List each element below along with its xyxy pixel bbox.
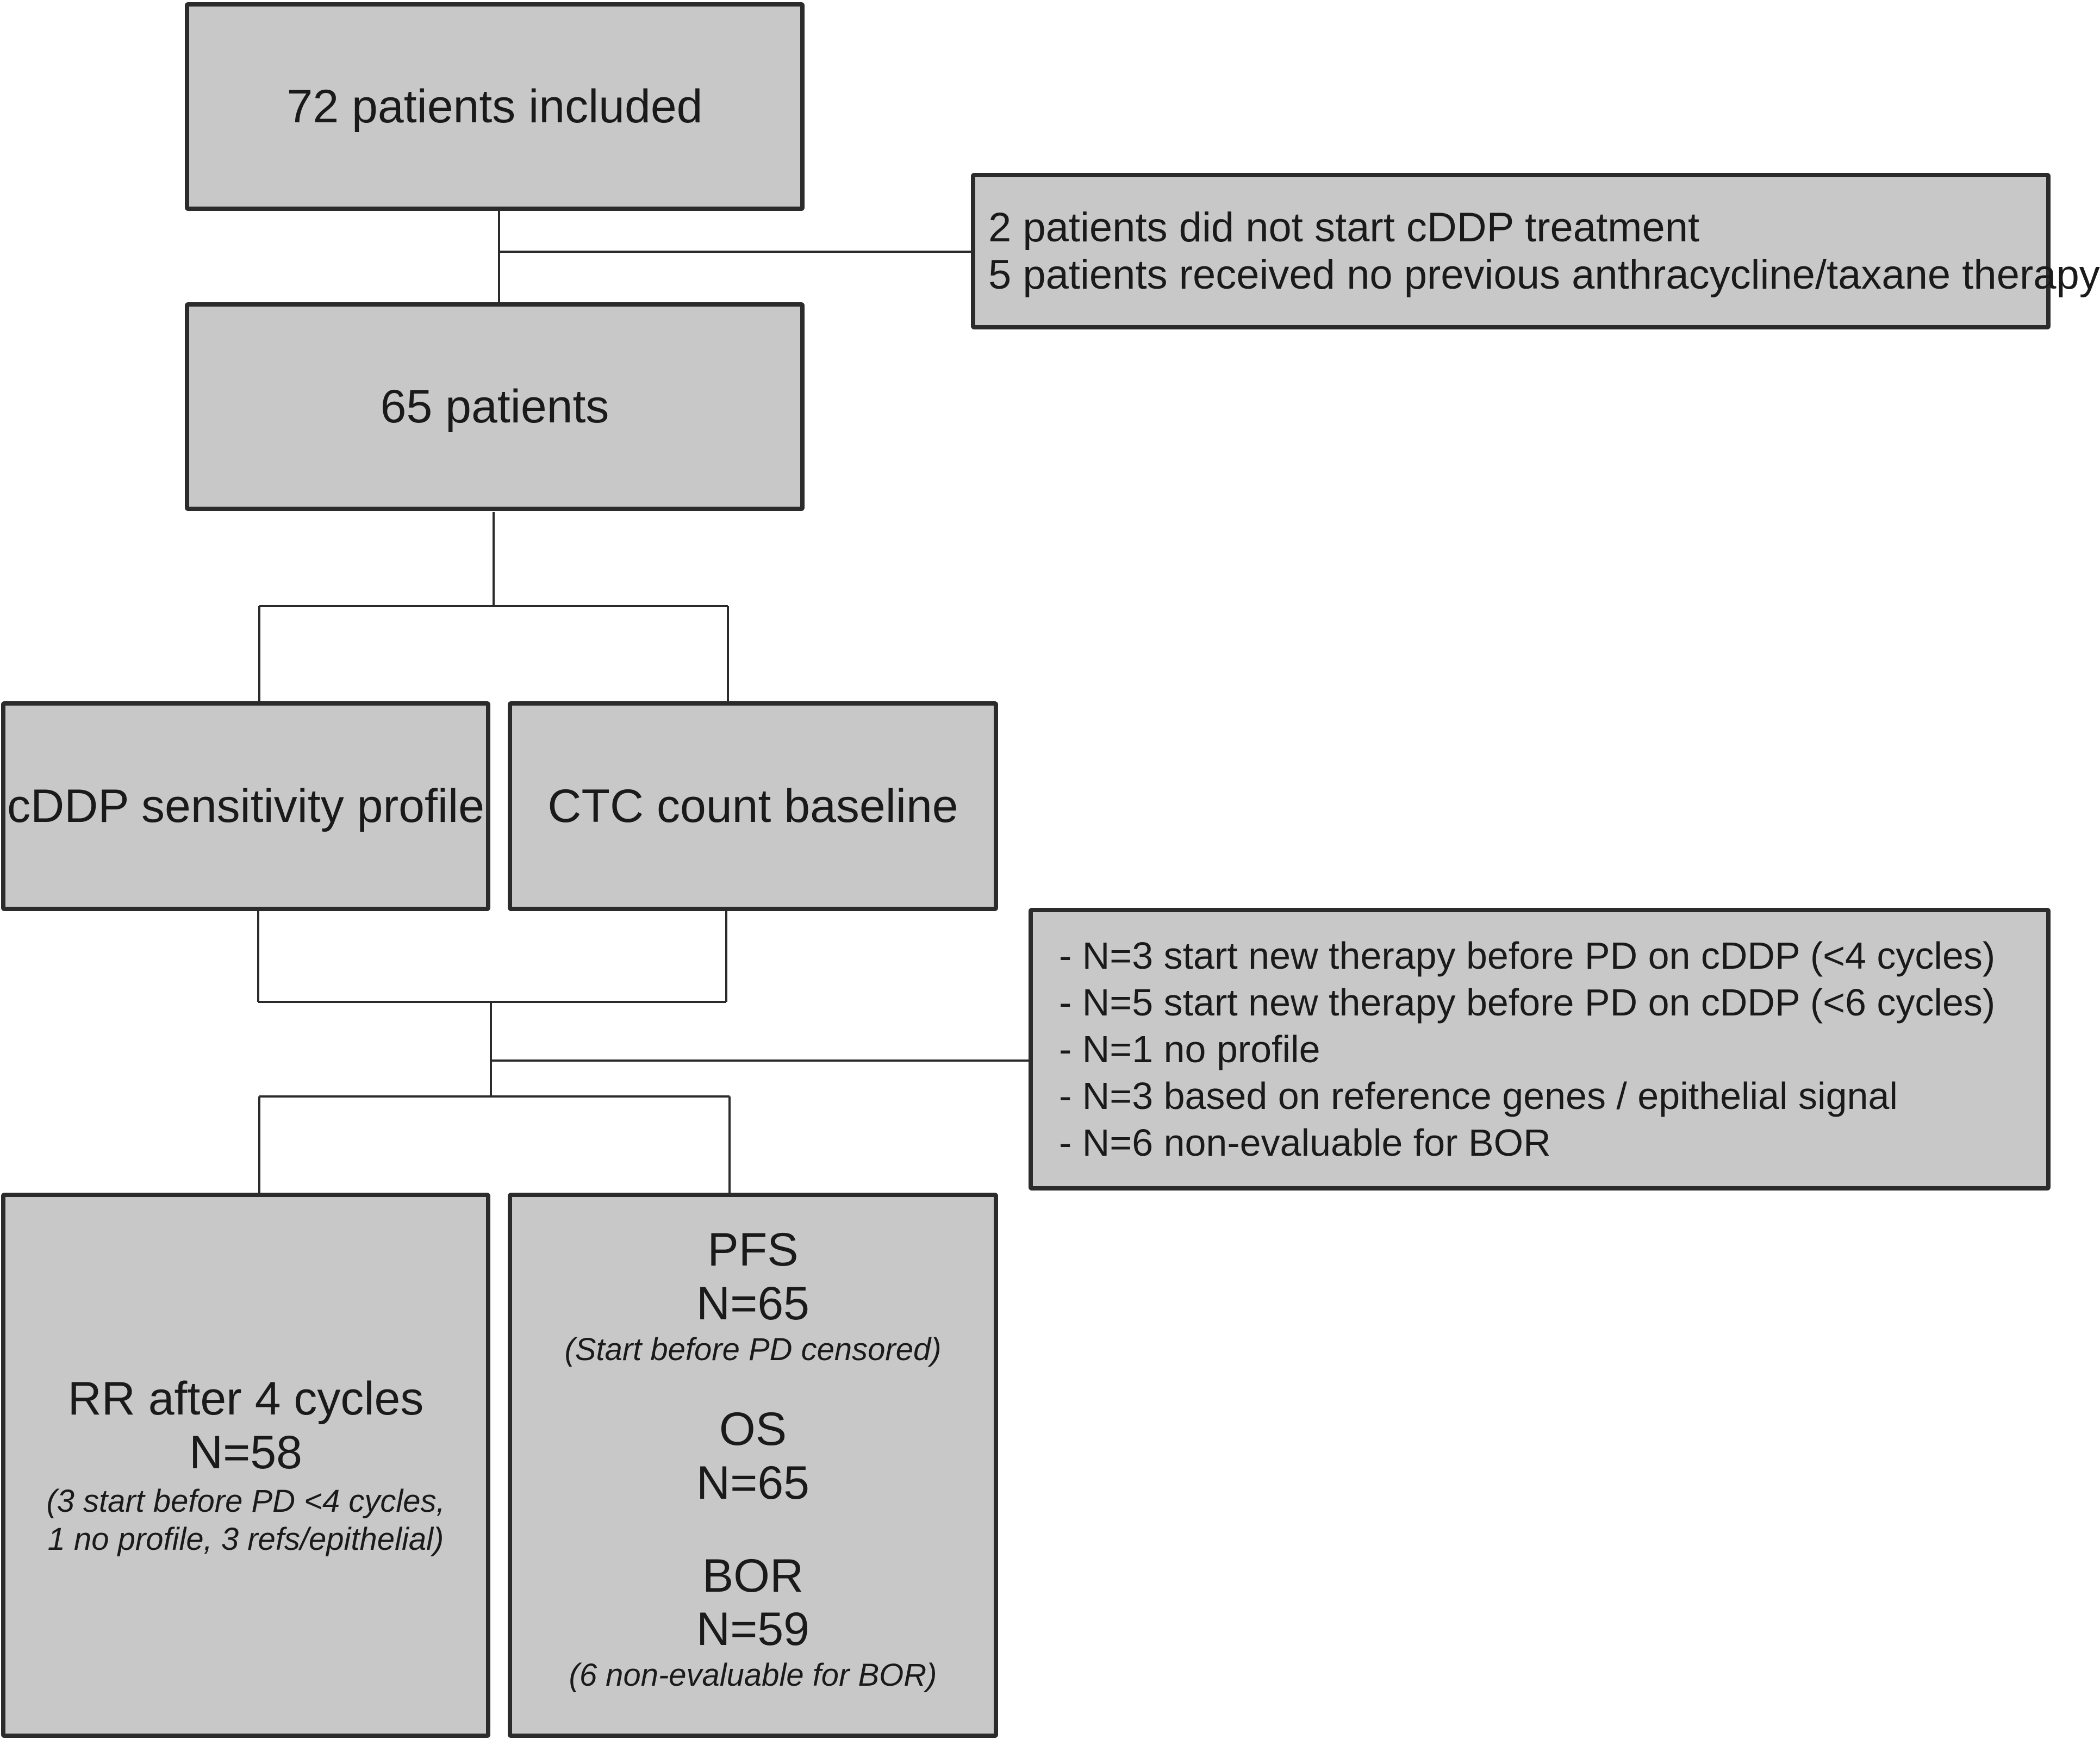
pfs-note: (Start before PD censored) bbox=[564, 1331, 942, 1367]
os-title: OS bbox=[719, 1403, 787, 1455]
node-65-patients-label: 65 patients bbox=[380, 380, 609, 433]
node-patients-included: 72 patients included bbox=[185, 2, 805, 211]
exclusion-1-line-1: 2 patients did not start cDDP treatment bbox=[988, 204, 1700, 251]
connector-lines bbox=[257, 209, 1031, 1194]
rr-n: N=58 bbox=[189, 1426, 302, 1479]
node-ctc-count-baseline: CTC count baseline bbox=[508, 701, 998, 911]
bor-note: (6 non-evaluable for BOR) bbox=[569, 1657, 937, 1693]
exclusion-2-line-2: - N=5 start new therapy before PD on cDD… bbox=[1059, 981, 1996, 1024]
node-patients-included-label: 72 patients included bbox=[286, 80, 703, 133]
node-cddp-sensitivity-profile-label: cDDP sensitivity profile bbox=[7, 780, 484, 832]
exclusion-2-line-1: - N=3 start new therapy before PD on cDD… bbox=[1059, 934, 1996, 977]
node-65-patients: 65 patients bbox=[185, 302, 805, 511]
node-exclusion-1: 2 patients did not start cDDP treatment … bbox=[971, 173, 2100, 329]
node-exclusion-2: - N=3 start new therapy before PD on cDD… bbox=[1029, 908, 2051, 1191]
node-rr-after-4-cycles: RR after 4 cycles N=58 (3 start before P… bbox=[1, 1193, 490, 1738]
bor-n: N=59 bbox=[696, 1603, 809, 1656]
exclusion-2-line-4: - N=3 based on reference genes / epithel… bbox=[1059, 1075, 1898, 1117]
pfs-title: PFS bbox=[707, 1224, 799, 1276]
exclusion-1-line-2: 5 patients received no previous anthracy… bbox=[988, 252, 2100, 298]
node-cddp-sensitivity-profile: cDDP sensitivity profile bbox=[1, 701, 490, 911]
exclusion-2-line-3: - N=1 no profile bbox=[1059, 1028, 1320, 1070]
node-ctc-count-baseline-label: CTC count baseline bbox=[547, 780, 958, 832]
os-n: N=65 bbox=[696, 1456, 809, 1509]
rr-note-line-2: 1 no profile, 3 refs/epithelial) bbox=[47, 1522, 444, 1557]
node-outcomes: PFS N=65 (Start before PD censored) OS N… bbox=[508, 1193, 998, 1738]
bor-title: BOR bbox=[702, 1549, 804, 1602]
exclusion-2-line-5: - N=6 non-evaluable for BOR bbox=[1059, 1121, 1551, 1164]
rr-note-line-1: (3 start before PD <4 cycles, bbox=[46, 1484, 445, 1519]
rr-title: RR after 4 cycles bbox=[67, 1372, 424, 1425]
pfs-n: N=65 bbox=[696, 1277, 809, 1330]
